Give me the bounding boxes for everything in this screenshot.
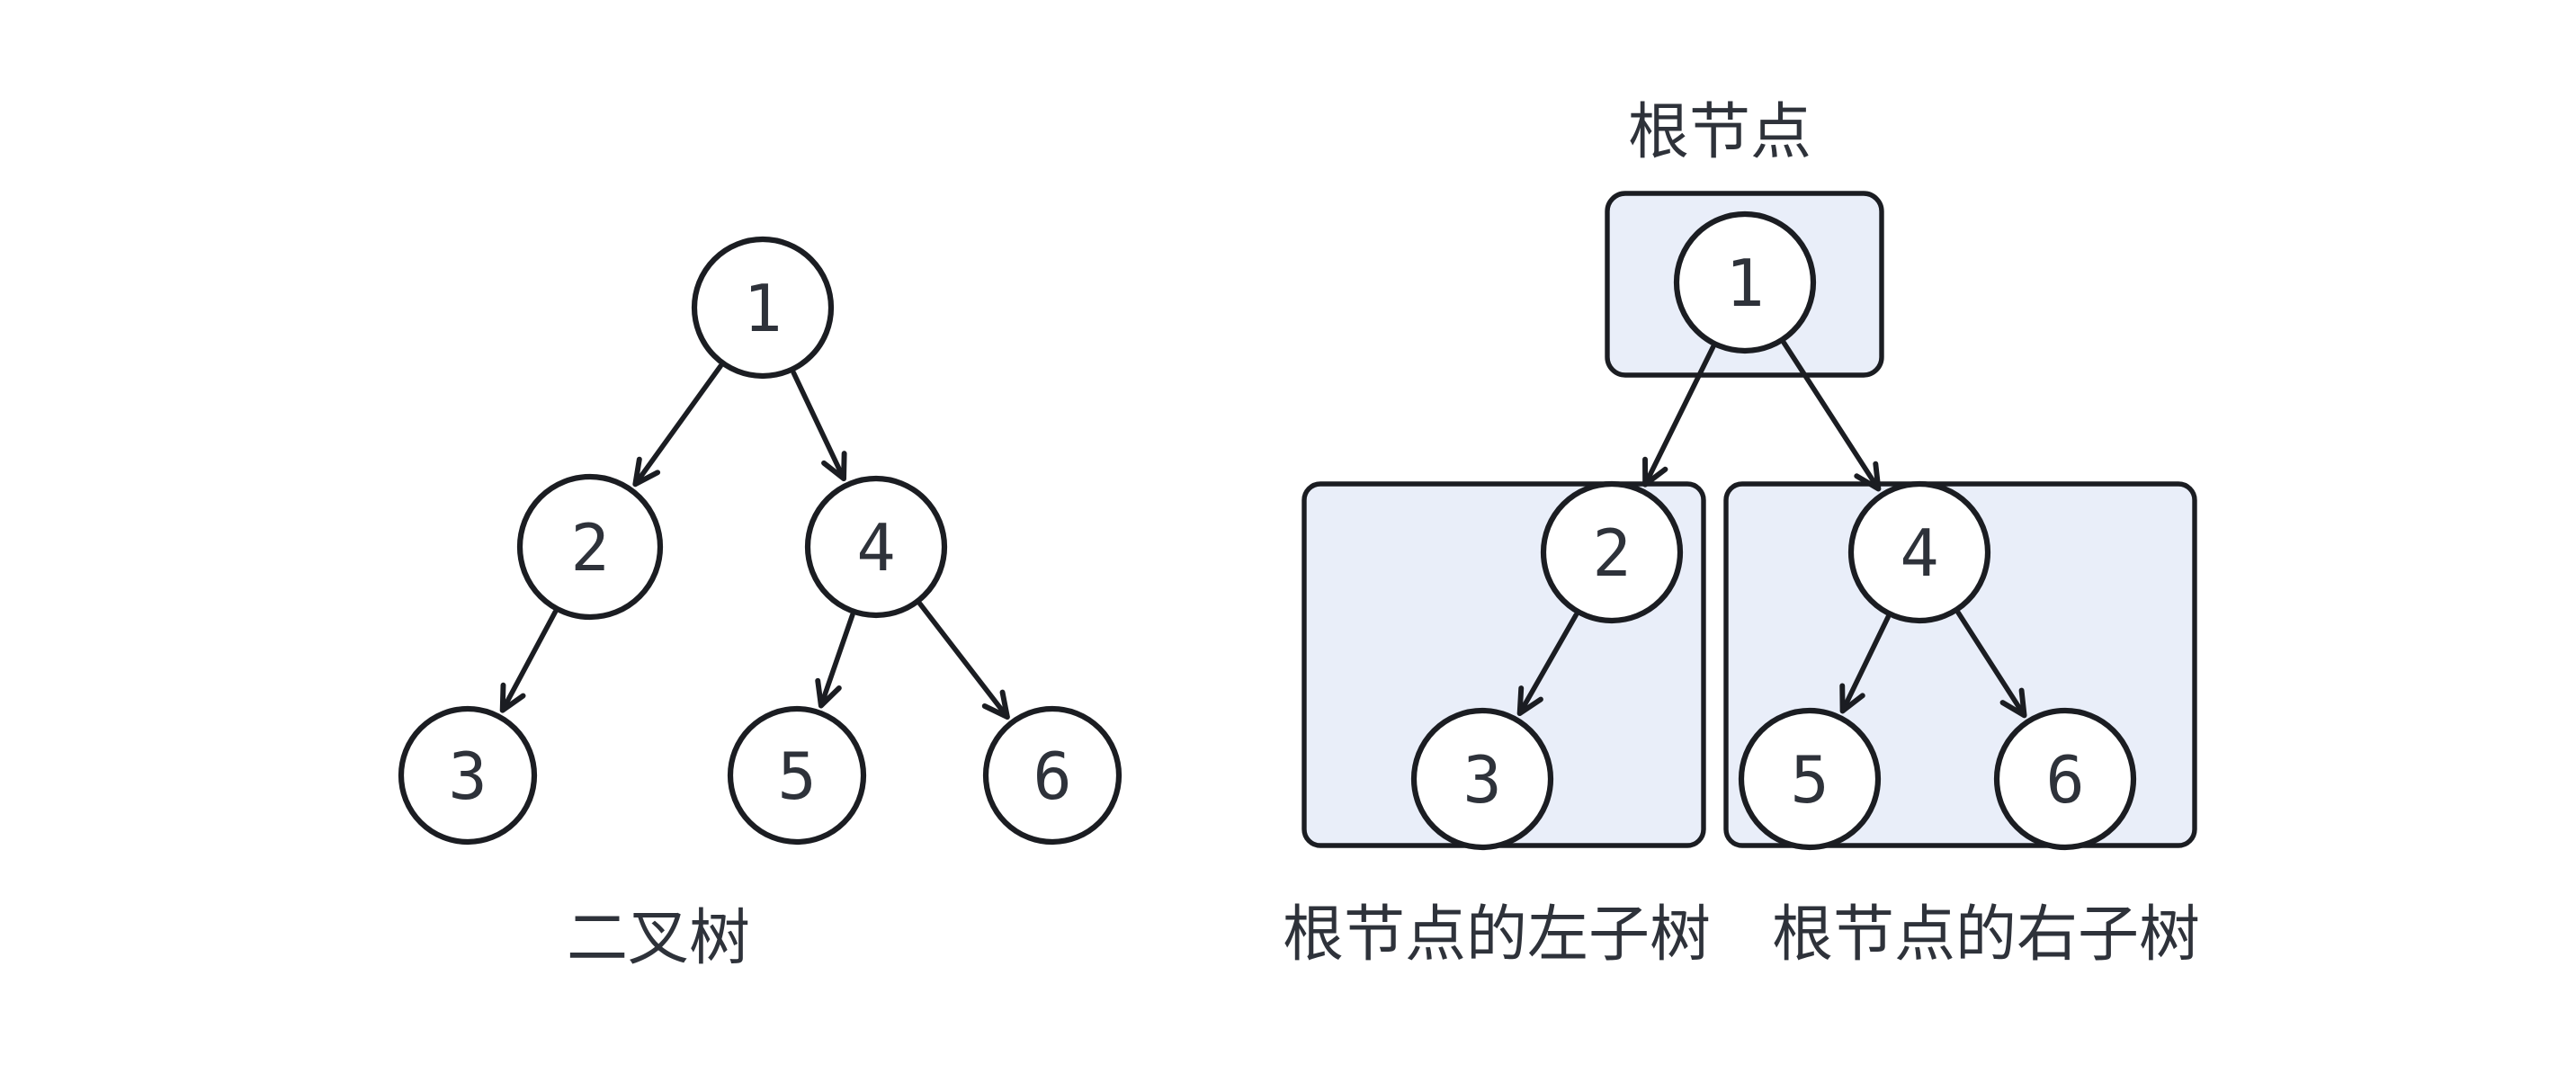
edge-2-to-3 xyxy=(1516,612,1579,717)
node-value: 3 xyxy=(1462,742,1501,818)
node-circle xyxy=(1993,707,2137,851)
edge-1-to-4 xyxy=(1781,340,1882,492)
edge-2-to-3 xyxy=(499,609,559,713)
edge-4-to-5 xyxy=(1839,614,1891,714)
node-circle xyxy=(1738,707,1882,851)
node-circle xyxy=(516,473,664,621)
node-value: 5 xyxy=(777,738,816,814)
tree-node-3: 3 xyxy=(1410,707,1554,851)
tree-node-3: 3 xyxy=(398,705,538,846)
tree-node-2: 2 xyxy=(1540,480,1684,624)
node-value: 2 xyxy=(570,510,609,586)
tree-node-1: 1 xyxy=(691,236,835,380)
edge-1-to-2 xyxy=(1642,344,1716,488)
node-value: 2 xyxy=(1592,515,1631,591)
node-value: 1 xyxy=(743,271,782,346)
node-circle xyxy=(727,705,867,846)
caption-binary-tree: 二叉树 xyxy=(567,903,750,974)
node-circle xyxy=(1847,480,1991,624)
tree-node-5: 5 xyxy=(1738,707,1882,851)
label-left-subtree: 根节点的左子树 xyxy=(1283,899,1711,971)
tree-node-2: 2 xyxy=(516,473,664,621)
node-circle xyxy=(1540,480,1684,624)
edge-4-to-6 xyxy=(917,601,1010,720)
node-value: 6 xyxy=(1033,738,1071,814)
node-value: 6 xyxy=(2045,742,2084,818)
node-circle xyxy=(691,236,835,380)
node-circle xyxy=(1673,210,1817,354)
tree-node-6: 6 xyxy=(982,705,1123,846)
node-circle xyxy=(982,705,1123,846)
tree-node-4: 4 xyxy=(804,475,948,619)
node-value: 1 xyxy=(1725,246,1764,321)
label-root-node: 根节点 xyxy=(1628,97,1811,168)
tree-node-4: 4 xyxy=(1847,480,1991,624)
edge-1-to-4 xyxy=(791,370,847,482)
node-value: 4 xyxy=(856,510,895,586)
node-circle xyxy=(398,705,538,846)
node-value: 3 xyxy=(448,738,487,814)
tree-node-1: 1 xyxy=(1673,210,1817,354)
diagram-root-and-subtrees: 1 2 4 3 5 6 根节点根节点的左子树根节点的右子树 xyxy=(1283,97,2200,971)
edge-4-to-5 xyxy=(815,612,855,709)
label-right-subtree: 根节点的右子树 xyxy=(1772,899,2200,971)
edge-1-to-2 xyxy=(632,363,723,488)
tree-node-6: 6 xyxy=(1993,707,2137,851)
node-circle xyxy=(1410,707,1554,851)
node-circle xyxy=(804,475,948,619)
node-value: 5 xyxy=(1790,742,1829,818)
tree-node-5: 5 xyxy=(727,705,867,846)
edge-4-to-6 xyxy=(1955,610,2027,719)
diagram-binary-tree: 1 2 4 3 5 6 二叉树 xyxy=(398,236,1123,974)
node-value: 4 xyxy=(1900,515,1938,591)
